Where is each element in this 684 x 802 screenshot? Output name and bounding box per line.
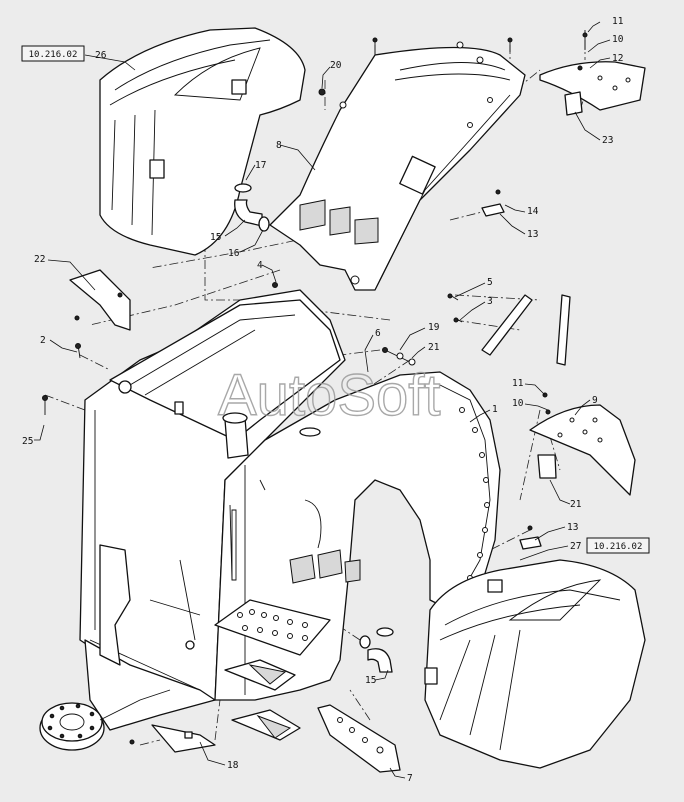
callout-15-lower: 15 (365, 675, 376, 686)
callout-20: 20 (330, 60, 342, 71)
callout-10-upper: 10 (612, 34, 624, 45)
callout-27: 27 (570, 541, 581, 552)
callout-12: 12 (612, 53, 623, 64)
callout-9: 9 (592, 395, 598, 406)
fasteners-upper (318, 37, 513, 109)
watermark: AutoSoft (218, 363, 440, 428)
part-14-bracket (481, 189, 505, 217)
callout-10-lower: 10 (512, 398, 524, 409)
part-15-lower-hose (359, 627, 394, 673)
callout-6: 6 (375, 328, 381, 339)
callout-13-lower: 13 (567, 522, 578, 533)
callout-25: 25 (22, 436, 33, 447)
callout-15-upper: 15 (210, 232, 221, 243)
callout-13-upper: 13 (527, 229, 538, 240)
callout-14: 14 (527, 206, 539, 217)
part-18-bracket (129, 724, 216, 753)
callout-11-lower: 11 (512, 378, 524, 389)
callout-4: 4 (257, 260, 263, 271)
part-8-upper-fender (269, 41, 526, 291)
part-9-plate (529, 392, 636, 496)
part-15-17-hose (234, 183, 270, 232)
part-13-lower-bracket (519, 525, 542, 550)
callout-19: 19 (428, 322, 440, 333)
callout-8: 8 (276, 140, 282, 151)
part-19-21-fasteners (382, 347, 416, 366)
part-1-cab-frame (79, 289, 501, 741)
leader-lines (34, 21, 611, 779)
part-7-bracket (317, 704, 401, 773)
callout-21-upper: 21 (428, 342, 440, 353)
part-26-hood (99, 27, 306, 256)
callout-16: 16 (228, 248, 240, 259)
reference-box-top-left[interactable]: 10.216.02 (21, 45, 85, 62)
callout-1: 1 (492, 404, 498, 415)
reference-box-bottom-right[interactable]: 10.216.02 (586, 537, 650, 554)
callout-23: 23 (602, 135, 613, 146)
chassis-lower (39, 544, 216, 751)
callout-17: 17 (255, 160, 266, 171)
part-27-hood (424, 559, 646, 769)
callout-26: 26 (95, 50, 107, 61)
part-22-plate (69, 269, 131, 331)
callout-21-lower: 21 (570, 499, 582, 510)
part-12-plate (539, 30, 646, 116)
reference-code: 10.216.02 (594, 542, 643, 552)
callout-22: 22 (34, 254, 45, 265)
callout-numbers: 26 20 8 17 15 16 22 2 4 25 6 19 21 5 3 1… (22, 16, 624, 784)
callout-3: 3 (487, 296, 493, 307)
callout-5: 5 (487, 277, 493, 288)
bolts-left (42, 282, 278, 415)
part-3-5-rods (447, 293, 571, 366)
callout-11-upper: 11 (612, 16, 624, 27)
callout-7: 7 (407, 773, 413, 784)
callout-18: 18 (227, 760, 239, 771)
reference-code: 10.216.02 (29, 50, 78, 60)
callout-2: 2 (40, 335, 46, 346)
